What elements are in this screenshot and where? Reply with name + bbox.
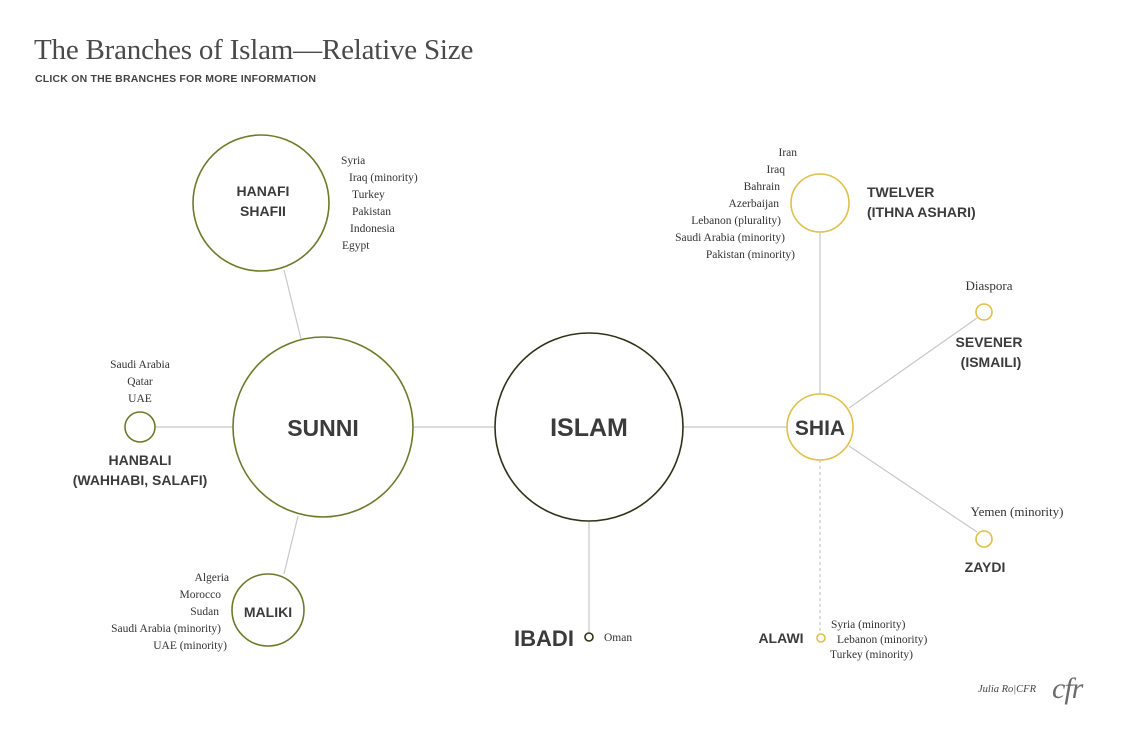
twelver-country: Azerbaijan xyxy=(729,198,780,210)
maliki-label[interactable]: MALIKI xyxy=(244,604,292,620)
credit-line: Julia Ro|CFR xyxy=(978,684,1037,695)
ibadi-node[interactable] xyxy=(584,632,594,642)
sevener-label-line2[interactable]: (ISMAILI) xyxy=(961,354,1022,370)
hanafi-label-line2[interactable]: SHAFII xyxy=(240,203,286,219)
twelver-country: Saudi Arabia (minority) xyxy=(675,232,785,244)
maliki-country: Sudan xyxy=(190,606,219,618)
connectors xyxy=(155,232,978,632)
twelver-country: Pakistan (minority) xyxy=(706,249,795,261)
twelver-label-line1[interactable]: TWELVER xyxy=(867,184,934,200)
hanbali-country: Saudi Arabia xyxy=(110,359,170,371)
cfr-logo: cfr xyxy=(1052,672,1083,705)
maliki-country: Morocco xyxy=(179,589,221,601)
twelver-country: Bahrain xyxy=(744,181,781,193)
hanbali-node[interactable] xyxy=(124,411,156,443)
hanbali-label-line2[interactable]: (WAHHABI, SALAFI) xyxy=(73,472,208,488)
page-title: The Branches of Islam—Relative Size xyxy=(34,34,474,66)
maliki-country: UAE (minority) xyxy=(153,640,227,652)
alawi-node[interactable] xyxy=(816,633,826,643)
zaydi-label[interactable]: ZAYDI xyxy=(965,559,1006,575)
branch-circles xyxy=(124,134,993,647)
twelver-country: Iran xyxy=(778,147,797,159)
shia-node[interactable] xyxy=(786,393,854,461)
hanafi-country: Indonesia xyxy=(350,223,395,235)
islam-node[interactable] xyxy=(494,332,684,522)
hanafi-country: Iraq (minority) xyxy=(349,172,418,184)
ibadi-label[interactable]: IBADI xyxy=(514,626,574,651)
node-labels: ISLAM SUNNI SHIA HANAFI SHAFII HANBALI (… xyxy=(73,183,1023,651)
sunni-node[interactable] xyxy=(232,336,414,518)
sevener-node[interactable] xyxy=(975,303,993,321)
shia-label[interactable]: SHIA xyxy=(795,417,845,440)
hanbali-label-line1[interactable]: HANBALI xyxy=(109,452,172,468)
twelver-country: Lebanon (plurality) xyxy=(691,215,781,227)
alawi-country: Lebanon (minority) xyxy=(837,634,928,646)
twelver-country: Iraq xyxy=(766,164,785,176)
hanafi-country: Turkey xyxy=(352,189,385,201)
ibadi-country: Oman xyxy=(604,632,632,644)
country-lists: Syria Iraq (minority) Turkey Pakistan In… xyxy=(110,147,1063,661)
hanafi-country: Syria xyxy=(341,155,365,167)
hanafi-label-line1[interactable]: HANAFI xyxy=(237,183,290,199)
zaydi-country: Yemen (minority) xyxy=(971,504,1064,519)
hanafi-country: Egypt xyxy=(342,240,370,252)
zaydi-node[interactable] xyxy=(975,530,993,548)
hanbali-country: UAE xyxy=(128,393,152,405)
maliki-country: Saudi Arabia (minority) xyxy=(111,623,221,635)
islam-label[interactable]: ISLAM xyxy=(550,414,628,442)
connector-shia-zaydi xyxy=(848,445,978,533)
alawi-country: Syria (minority) xyxy=(831,619,906,631)
maliki-node[interactable] xyxy=(231,573,305,647)
twelver-node[interactable] xyxy=(790,173,850,233)
hanafi-country: Pakistan xyxy=(352,206,391,218)
alawi-label[interactable]: ALAWI xyxy=(758,630,803,646)
maliki-country: Algeria xyxy=(195,572,229,584)
connector-sunni-maliki xyxy=(283,515,299,575)
alawi-country: Turkey (minority) xyxy=(830,649,913,661)
sunni-label[interactable]: SUNNI xyxy=(287,415,359,441)
connector-sunni-hanafi xyxy=(283,269,302,340)
hanafi-node[interactable] xyxy=(192,134,330,272)
connector-shia-sevener xyxy=(848,317,978,409)
hanbali-country: Qatar xyxy=(127,376,153,388)
page-subtitle: CLICK ON THE BRANCHES FOR MORE INFORMATI… xyxy=(35,73,317,85)
sevener-country: Diaspora xyxy=(966,278,1013,293)
twelver-label-line2[interactable]: (ITHNA ASHARI) xyxy=(867,204,976,220)
sevener-label-line1[interactable]: SEVENER xyxy=(956,334,1023,350)
